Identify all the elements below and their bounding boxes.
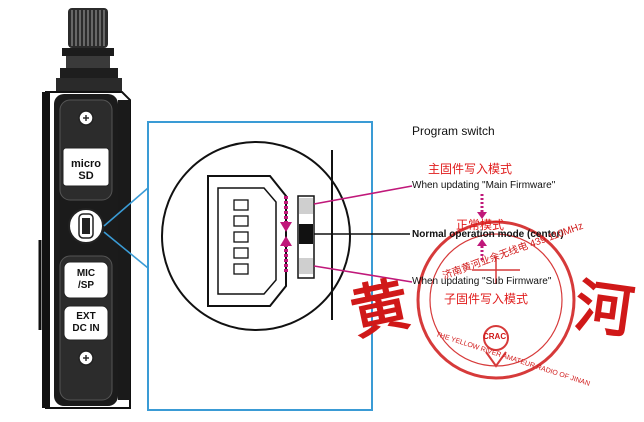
main-firmware-label: When updating "Main Firmware": [412, 180, 556, 191]
leader-lines: [313, 185, 487, 283]
volume-knob: [56, 8, 122, 92]
radio-side-view: [38, 8, 131, 409]
micro-sd-label-line2: SD: [78, 170, 94, 182]
normal-mode-label: Normal operation mode (center): [412, 229, 564, 240]
stamp-center-badge: CRAC: [483, 332, 507, 341]
ext-dc-label-line2: DC IN: [72, 323, 100, 334]
normal-mode-cn-label: 正常模式: [456, 218, 505, 232]
mic-sp-label-line1: MIC: [76, 268, 96, 279]
stamp-seal: [416, 220, 576, 380]
micro-sd-label-line1: micro: [71, 158, 101, 170]
program-switch-title: Program switch: [412, 124, 495, 138]
ext-dc-label-line1: EXT: [76, 311, 96, 322]
ext-dc-in-jack-label: EXT DC IN: [66, 311, 106, 335]
port-detail-view: [161, 141, 351, 331]
mic-sp-jack-label: MIC /SP: [66, 268, 106, 292]
mic-sp-label-line2: /SP: [77, 280, 95, 291]
main-firmware-cn-label: 主固件写入模式: [428, 162, 513, 176]
stamp-side-right-char: 河: [570, 271, 638, 347]
sub-firmware-label: When updating "Sub Firmware": [412, 276, 552, 287]
sub-firmware-cn-label: 子固件写入模式: [444, 292, 529, 306]
micro-sd-label: micro SD: [66, 158, 106, 182]
